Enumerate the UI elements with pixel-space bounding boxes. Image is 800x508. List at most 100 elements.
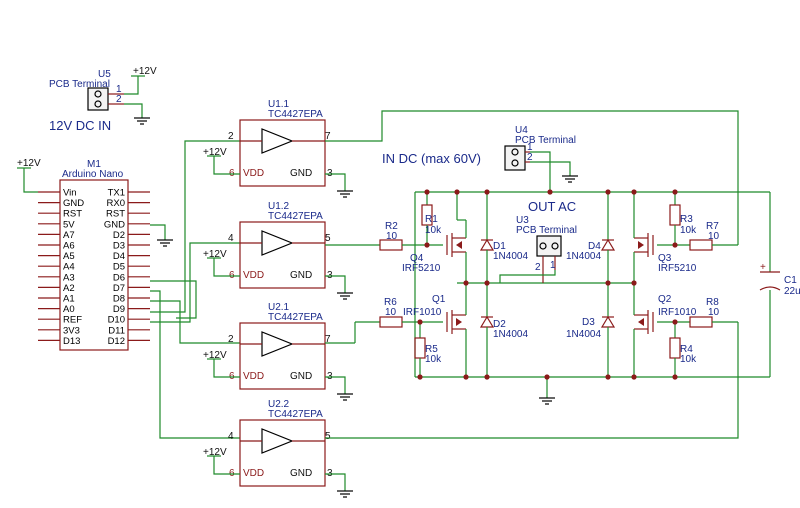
driver-in-pin: 4 <box>228 431 234 442</box>
m1-left-pin: A7 <box>63 230 75 241</box>
m1-left-pin: A1 <box>63 294 75 305</box>
u5-ref: U5 <box>98 69 111 80</box>
r7-ref: R7 <box>706 221 719 232</box>
u4-body <box>504 145 526 171</box>
m1-right-pin: D5 <box>113 262 125 273</box>
driver-ref: U1.1 <box>268 99 290 110</box>
m1-right-pin: RST <box>106 209 125 220</box>
d2-ref: D2 <box>493 319 506 330</box>
m1-right-pin: D4 <box>113 251 125 262</box>
q2-part: IRF1010 <box>658 307 697 318</box>
m1-left-pin: A5 <box>63 251 75 262</box>
vcc-label-u5: +12V <box>133 66 157 77</box>
m1-right-pin: D12 <box>108 336 125 347</box>
m1-right-pin: D8 <box>113 294 125 305</box>
q1-part: IRF1010 <box>403 307 442 318</box>
driver-part: TC4427EPA <box>268 409 323 420</box>
m1-left-pin: GND <box>63 198 84 209</box>
r4-body <box>669 337 681 359</box>
driver-output-nets <box>325 110 739 439</box>
driver-out-pin: 5 <box>325 233 331 244</box>
driver-vdd: VDD <box>243 371 264 382</box>
driver-body <box>239 419 326 487</box>
u4-ref: U4 <box>515 125 528 136</box>
m1-right-pin: RX0 <box>107 198 125 209</box>
m1-right-pin: D6 <box>113 272 125 283</box>
m1-left-pin: 3V3 <box>63 325 80 336</box>
u4-name: PCB Terminal <box>515 135 576 146</box>
m1-ref: M1 <box>87 159 101 170</box>
r2-ref: R2 <box>385 221 398 232</box>
vcc-label: +12V <box>203 249 227 260</box>
c1-value: 22u <box>784 286 800 297</box>
u3-pin2: 2 <box>535 262 541 273</box>
r5-ref: R5 <box>425 344 438 355</box>
q4-mosfet: Q4 IRF5210 <box>402 220 467 283</box>
driver-out-pin: 7 <box>325 131 331 142</box>
q4-ref: Q4 <box>410 253 424 264</box>
driver-gnd: GND <box>290 168 312 179</box>
u4-screw-1-icon <box>511 148 519 156</box>
c1-ref: C1 <box>784 275 797 286</box>
q1-mosfet: Q1 IRF1010 <box>403 283 467 377</box>
driver-out-pin: 7 <box>325 334 331 345</box>
c1-polarity: + <box>760 262 766 273</box>
buffer-triangle-icon <box>261 331 294 357</box>
driver-part: TC4427EPA <box>268 312 323 323</box>
driver-ref: U2.1 <box>268 302 290 313</box>
d2-part: 1N4004 <box>493 329 528 340</box>
vcc-label-m1: +12V <box>17 158 41 169</box>
m1-right-pin: D2 <box>113 230 125 241</box>
m1-right-pin: GND <box>104 219 125 230</box>
q3-part: IRF5210 <box>658 263 697 274</box>
driver-in-pin: 4 <box>228 233 234 244</box>
r2-value: 10 <box>386 231 398 242</box>
m1-arduino-nano: M1 Arduino Nano VinGNDRST5VA7A6A5A4A3A2A… <box>17 158 173 351</box>
u4-terminal: U4 PCB Terminal 1 2 IN DC (max 60V) <box>382 125 576 171</box>
m1-left-pin: 5V <box>63 219 75 230</box>
m1-body <box>59 179 129 351</box>
r8-ref: R8 <box>706 297 719 308</box>
r6-ref: R6 <box>384 297 397 308</box>
driver-ref: U1.2 <box>268 201 290 212</box>
u4-pin1: 1 <box>527 142 533 153</box>
driver-body <box>239 322 326 390</box>
buffer-triangle-icon <box>261 428 294 454</box>
m1-left-pin: A0 <box>63 304 75 315</box>
vcc-label: +12V <box>203 147 227 158</box>
m1-right-pin: D10 <box>108 315 125 326</box>
u4-label: IN DC (max 60V) <box>382 151 481 166</box>
d4-ref: D4 <box>588 241 601 252</box>
vcc-label: +12V <box>203 447 227 458</box>
m1-right-pin: D9 <box>113 304 125 315</box>
buffer-triangle-icon <box>261 128 294 154</box>
u5-pin1: 1 <box>116 84 122 95</box>
driver-part: TC4427EPA <box>268 109 323 120</box>
right-half-bridge: D4 1N4004 Q3 IRF5210 R3 10k R7 10 <box>566 192 738 377</box>
r4-ref: R4 <box>680 344 693 355</box>
m1-right-pin: TX1 <box>108 188 125 199</box>
driver-ref: U2.2 <box>268 399 290 410</box>
driver-part: TC4427EPA <box>268 211 323 222</box>
u3-name: PCB Terminal <box>516 225 577 236</box>
q3-ref: Q3 <box>658 253 672 264</box>
q4-part: IRF5210 <box>402 263 441 274</box>
q1-ref: Q1 <box>432 294 446 305</box>
driver-vdd: VDD <box>243 468 264 479</box>
d4-part: 1N4004 <box>566 251 601 262</box>
m1-left-pin: A3 <box>63 272 75 283</box>
driver-gnd: GND <box>290 371 312 382</box>
m1-left-pin: A4 <box>63 262 75 273</box>
m1-left-pin: RST <box>63 209 82 220</box>
q2-mosfet: Q2 IRF1010 <box>633 283 697 377</box>
r1-value: 10k <box>425 225 442 236</box>
driver-vdd: VDD <box>243 168 264 179</box>
u3-screw-1-icon <box>539 242 547 250</box>
m1-name: Arduino Nano <box>62 169 124 180</box>
